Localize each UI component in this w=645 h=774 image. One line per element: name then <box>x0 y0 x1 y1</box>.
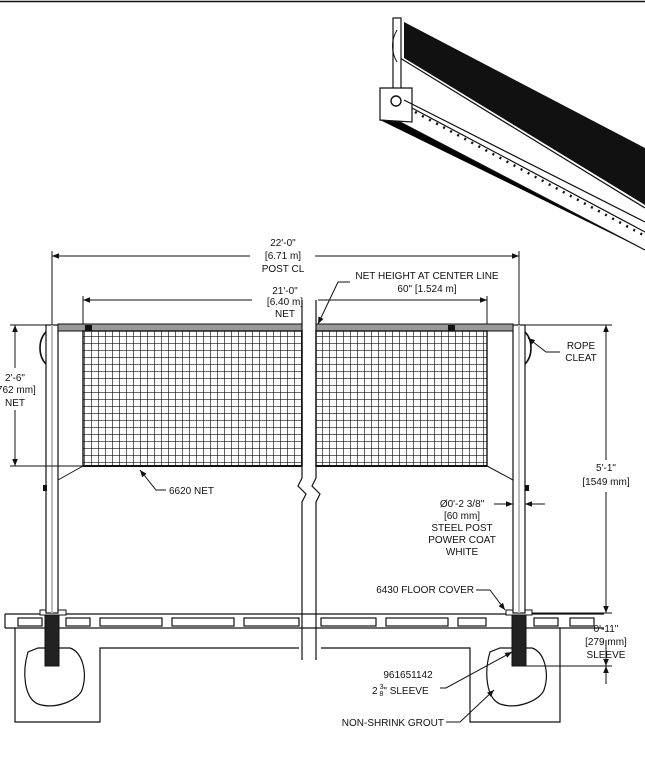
leader-6620-net <box>139 469 166 491</box>
post-cl-metric: [6.71 m] <box>265 251 301 262</box>
sleeve-part-number: 961651142 <box>383 670 433 681</box>
sleeve-right <box>511 613 527 667</box>
rope-cleat-line2: CLEAT <box>565 353 597 364</box>
post-cl-label: POST CL <box>262 264 305 275</box>
sleeve-depth-metric: [279 mm] <box>585 637 627 648</box>
leader-rope-cleat <box>527 337 560 353</box>
net-depth-label: NET <box>5 398 25 409</box>
net-width-metric: [6.40 m] <box>267 297 303 308</box>
post-spec-line1: Ø0'-2 3/8" <box>440 499 485 510</box>
net-callout: 6620 NET <box>169 486 214 497</box>
leader-net-height <box>317 281 350 325</box>
isometric-inset-view <box>379 17 645 251</box>
net <box>57 323 514 481</box>
rope-cleat-line1: ROPE <box>567 341 596 352</box>
sleeve-depth-label: SLEEVE <box>587 650 626 661</box>
net-depth-metric: [762 mm] <box>0 385 36 396</box>
net-depth-imperial: 2'-6" <box>5 373 25 384</box>
net-height-line1: NET HEIGHT AT CENTER LINE <box>355 271 499 282</box>
floor-slab <box>4 613 604 723</box>
grout-callout: NON-SHRINK GROUT <box>342 718 444 729</box>
net-height-line2: 60" [1.524 m] <box>397 284 456 295</box>
post-height-imperial: 5'-1" <box>596 463 616 474</box>
post-cl-imperial: 22'-0" <box>270 238 296 249</box>
leader-grout <box>446 689 495 723</box>
leader-sleeve <box>440 651 513 689</box>
net-width-imperial: 21'-0" <box>272 286 298 297</box>
center-break <box>297 300 321 660</box>
post-height-metric: [1549 mm] <box>582 477 629 488</box>
leader-floor-cover <box>476 589 506 611</box>
grout-left <box>24 647 85 707</box>
sleeve-left <box>44 613 60 667</box>
post-spec-line2: [60 mm] <box>444 511 480 522</box>
grout-right <box>486 647 547 707</box>
rope-cleat-left-icon <box>39 331 47 365</box>
post-spec-line3: STEEL POST <box>431 523 492 534</box>
rope-cleat-right-icon <box>524 331 532 365</box>
sleeve-depth-imperial: 0'-11" <box>594 624 619 635</box>
net-width-label: NET <box>275 309 295 320</box>
post-spec-line5: WHITE <box>446 547 479 558</box>
post-spec-line4: POWER COAT <box>428 535 496 546</box>
floor-cover-callout: 6430 FLOOR COVER <box>376 585 474 596</box>
